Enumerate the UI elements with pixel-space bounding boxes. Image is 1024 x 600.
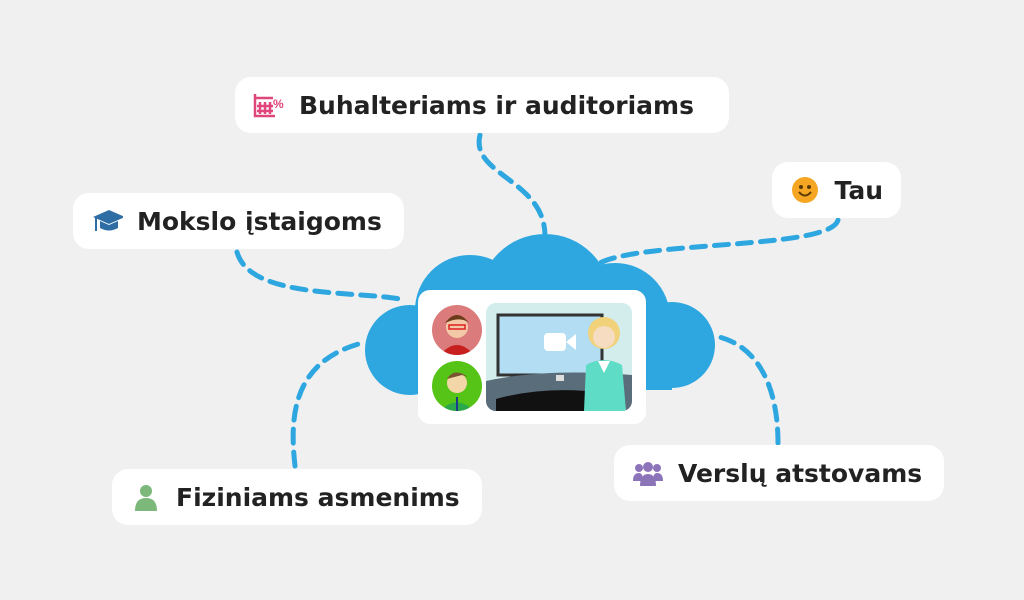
video-presenter-view (486, 303, 632, 411)
connector-you (595, 217, 841, 267)
person-icon (130, 481, 162, 513)
audience-label: Fiziniams asmenims (176, 482, 460, 512)
audience-label: Tau (834, 175, 884, 205)
smiley-icon (790, 174, 821, 206)
participant-avatar-man (432, 361, 482, 411)
calculator-percent-icon: % (253, 89, 285, 121)
connector-individuals (290, 339, 369, 469)
connector-accountants (476, 132, 548, 239)
connector-science (234, 249, 408, 303)
audience-label: Verslų atstovams (678, 458, 923, 488)
svg-text:%: % (273, 97, 284, 111)
connector-business (712, 333, 781, 446)
audience-science[interactable]: Mokslo įstaigoms (73, 193, 404, 249)
group-icon (632, 457, 664, 489)
audience-individuals[interactable]: Fiziniams asmenims (112, 469, 482, 525)
audience-business[interactable]: Verslų atstovams (614, 445, 944, 501)
audience-accountants[interactable]: % Buhalteriams ir auditoriams (235, 77, 729, 133)
audience-you[interactable]: Tau (772, 162, 901, 218)
participant-avatar-woman (432, 305, 482, 355)
audience-label: Mokslo įstaigoms (137, 206, 382, 236)
audience-label: Buhalteriams ir auditoriams (299, 90, 694, 120)
graduation-cap-icon (91, 205, 123, 237)
video-camera-icon (544, 333, 576, 351)
